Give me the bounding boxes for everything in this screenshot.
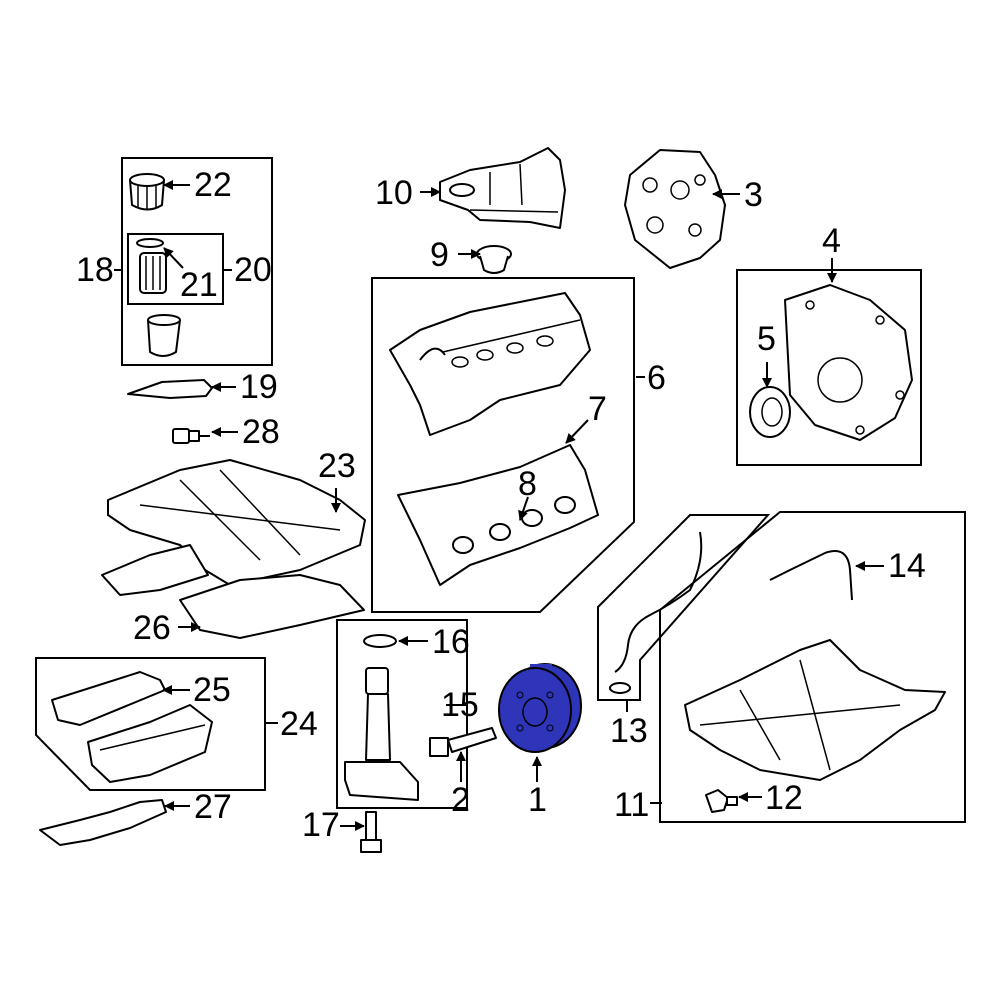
callout-1: 1 bbox=[528, 781, 547, 819]
callout-10: 10 bbox=[375, 174, 413, 212]
leader-lines bbox=[114, 180, 884, 831]
intake-manifold-part[interactable] bbox=[107, 459, 366, 586]
callout-20: 20 bbox=[234, 251, 272, 289]
plenum-cover-part[interactable] bbox=[51, 671, 166, 726]
callout-24: 24 bbox=[280, 705, 318, 743]
callout-12: 12 bbox=[765, 779, 803, 817]
manifold-gasket-part[interactable] bbox=[39, 799, 167, 846]
callout-28: 28 bbox=[242, 413, 280, 451]
timing-cover-part[interactable] bbox=[784, 284, 913, 441]
sensor-part[interactable] bbox=[172, 428, 210, 444]
mount-part[interactable] bbox=[476, 245, 512, 274]
valve-cover-part[interactable] bbox=[389, 292, 591, 436]
callout-7: 7 bbox=[588, 390, 607, 428]
filter-element-subgroup-box bbox=[127, 233, 224, 305]
callout-23: 23 bbox=[318, 447, 356, 485]
pulley-bolt-part[interactable] bbox=[429, 727, 497, 757]
filter-housing-gasket-part[interactable] bbox=[127, 379, 213, 399]
callout-15: 15 bbox=[441, 686, 479, 724]
oil-level-sensor-group-box bbox=[336, 619, 468, 809]
callout-14: 14 bbox=[888, 547, 926, 585]
sensor-bolt-part[interactable] bbox=[360, 811, 382, 853]
callout-11: 11 bbox=[614, 786, 649, 824]
dipstick-tube-group-box bbox=[597, 514, 771, 701]
callout-16: 16 bbox=[432, 623, 470, 661]
filter-oring-part[interactable] bbox=[136, 238, 164, 248]
callout-21: 21 bbox=[180, 266, 218, 304]
housing-part[interactable] bbox=[624, 149, 726, 269]
valve-cover-group-box bbox=[371, 277, 635, 613]
callout-3: 3 bbox=[744, 176, 763, 214]
valve-cover-gasket-part[interactable] bbox=[397, 444, 599, 586]
oil-filter-housing-part[interactable] bbox=[147, 314, 181, 357]
oil-pan-part[interactable] bbox=[684, 639, 946, 781]
oil-filter-group-box bbox=[121, 157, 273, 366]
intake-gasket-part[interactable] bbox=[101, 544, 365, 639]
engine-cover-part[interactable] bbox=[439, 147, 566, 229]
callout-2: 2 bbox=[451, 781, 470, 819]
oil-pan-group-box bbox=[659, 511, 966, 823]
crankshaft-pulley-part[interactable] bbox=[498, 663, 582, 753]
oil-filter-cap-part[interactable] bbox=[129, 173, 165, 211]
front-seal-part[interactable] bbox=[749, 386, 791, 438]
timing-cover-group-box bbox=[736, 269, 922, 466]
callout-19: 19 bbox=[240, 368, 278, 406]
callout-17: 17 bbox=[302, 806, 340, 844]
callout-27: 27 bbox=[194, 788, 232, 826]
drain-plug-part[interactable] bbox=[705, 789, 738, 813]
callout-9: 9 bbox=[430, 236, 449, 274]
callout-4: 4 bbox=[822, 222, 841, 260]
callout-25: 25 bbox=[193, 671, 231, 709]
sensor-oring-part[interactable] bbox=[363, 634, 397, 648]
lower-manifold-part[interactable] bbox=[87, 704, 213, 783]
callout-8: 8 bbox=[518, 465, 537, 503]
intake-manifold-group-box bbox=[35, 657, 266, 791]
oil-level-sensor-part[interactable] bbox=[344, 667, 419, 801]
callout-6: 6 bbox=[647, 359, 666, 397]
callout-labels: 1 2 3 4 5 6 7 8 9 10 11 12 13 14 15 16 1… bbox=[76, 166, 926, 844]
dipstick-tube-part[interactable] bbox=[609, 531, 703, 694]
spark-tube-seals-part[interactable] bbox=[452, 496, 576, 554]
callout-22: 22 bbox=[194, 166, 232, 204]
callout-13: 13 bbox=[610, 712, 648, 750]
oil-tube-part[interactable] bbox=[769, 550, 853, 601]
callout-26: 26 bbox=[133, 609, 171, 647]
callout-18: 18 bbox=[76, 251, 114, 289]
callout-5: 5 bbox=[757, 320, 776, 358]
oil-filter-element-part[interactable] bbox=[139, 252, 167, 294]
